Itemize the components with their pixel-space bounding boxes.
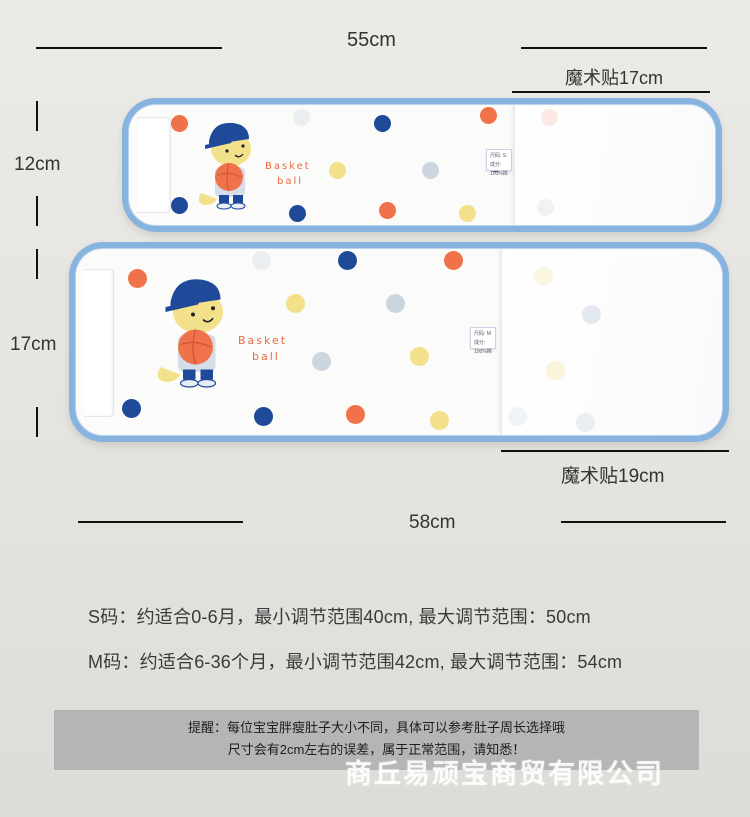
dot [444,251,463,270]
dot [329,162,346,179]
small-velcro-line [512,91,710,93]
medium-velcro-line [501,450,729,452]
size-m-description: M码：约适合6-36个月，最小调节范围42cm, 最大调节范围：54cm [88,652,623,672]
print-text-ball: ball [252,350,280,363]
print-text-basket: Basket [265,161,311,172]
dot [171,115,188,132]
medium-height-label: 17cm [10,334,57,355]
medium-velcro-label: 魔术贴19cm [561,466,665,487]
dot [254,407,273,426]
size-s-description: S码：约适合0-6月，最小调节范围40cm, 最大调节范围：50cm [88,607,591,627]
dot [346,405,365,424]
dot [122,399,141,418]
basketball-print-text: Basket ball [265,159,311,189]
dot [374,115,391,132]
small-velcro-label: 魔术贴17cm [565,68,664,88]
dot [459,205,476,222]
dot [312,352,331,371]
medium-belly-band: Basket ball 尺码: M 成分: 100%棉 [69,242,729,442]
dinosaur-basketball-illustration [198,122,251,210]
small-height-tick-bottom [36,196,38,226]
small-height-label: 12cm [14,154,61,175]
dot [338,251,357,270]
dot [422,162,439,179]
dot [289,205,306,222]
medium-length-label: 58cm [409,512,456,533]
tag-material: 成分: 100%棉 [490,162,508,177]
tag-size: 尺码: S [490,153,507,159]
medium-height-tick-top [36,249,38,279]
small-belt-fabric: Basket ball 尺码: S 成分: 100%棉 [128,104,716,226]
basketball-print-text: Basket ball [238,333,287,365]
dot [430,411,449,430]
dot [293,109,310,126]
length-line-right-medium [561,521,726,523]
dot [480,107,497,124]
dot [386,294,405,313]
tag-material: 成分: 100%棉 [474,340,492,355]
dot [546,361,565,380]
length-line-right-small [521,47,707,49]
dot [508,407,527,426]
dot [410,347,429,366]
dot [576,413,595,432]
medium-height-tick-bottom [36,407,38,437]
small-hook-velcro [137,117,171,213]
notice-line-1: 提醒：每位宝宝胖瘦肚子大小不同，具体可以参考肚子周长选择哦 [187,720,565,735]
small-size-tag: 尺码: S 成分: 100%棉 [486,149,512,177]
dot [582,305,601,324]
small-height-tick-top [36,101,38,131]
dot [537,199,554,216]
dot [541,109,558,126]
dot [128,269,147,288]
small-length-label: 55cm [347,29,396,51]
dinosaur-basketball-illustration [157,279,223,388]
small-belly-band: Basket ball 尺码: S 成分: 100%棉 [122,98,722,232]
notice-line-2: 尺寸会有2cm左右的误差，属于正常范围，请知悉！ [227,742,526,757]
dot [286,294,305,313]
tag-size: 尺码: M [474,331,491,337]
medium-velcro-flap [500,249,722,435]
length-line-left-medium [78,521,243,523]
medium-belt-fabric: Basket ball 尺码: M 成分: 100%棉 [75,248,723,436]
dot [171,197,188,214]
size-notice-box: 提醒：每位宝宝胖瘦肚子大小不同，具体可以参考肚子周长选择哦 尺寸会有2cm左右的… [54,710,699,770]
dot [379,202,396,219]
company-watermark: 商丘易顽宝商贸有限公司 [345,759,664,789]
medium-hook-velcro [84,269,114,417]
print-text-basket: Basket [238,334,288,347]
length-line-left-small [36,47,222,49]
print-text-ball: ball [277,176,304,187]
dot [252,251,271,270]
small-velcro-flap [513,105,715,225]
dot [534,267,553,286]
medium-size-tag: 尺码: M 成分: 100%棉 [470,327,496,355]
